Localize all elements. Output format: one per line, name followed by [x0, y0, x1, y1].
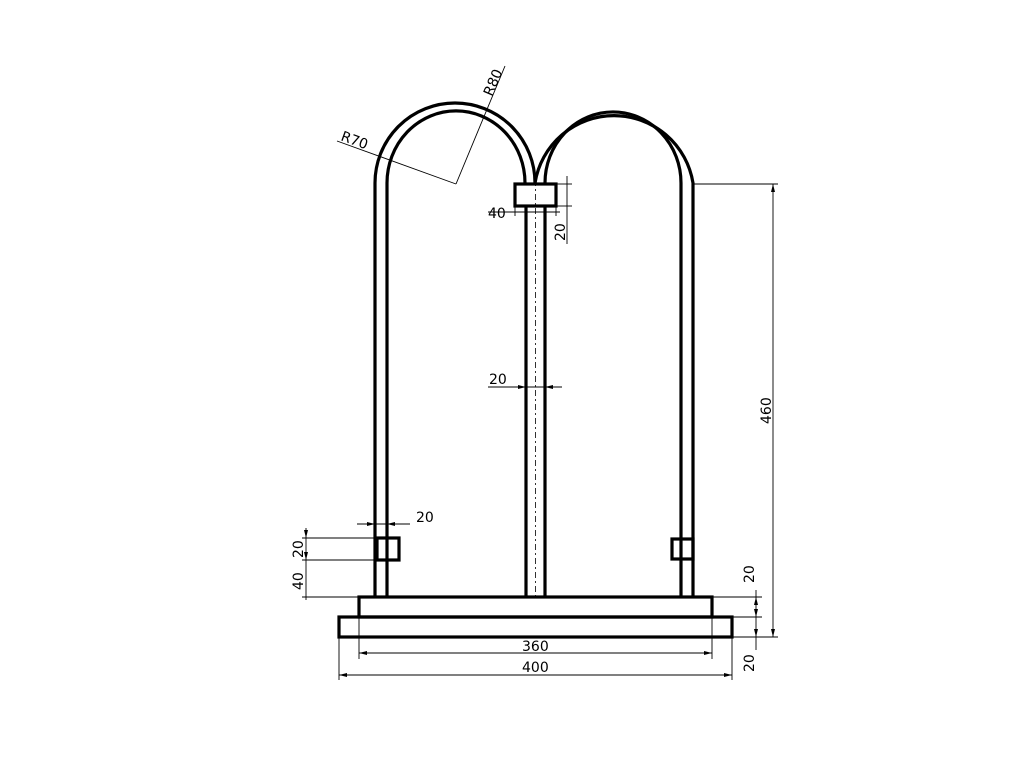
- base: [337, 595, 734, 639]
- arrow-icon: [518, 385, 526, 389]
- left-arch-inner: [385, 109, 527, 597]
- collar-width-label: 40: [488, 206, 506, 222]
- arrow-icon: [754, 609, 758, 617]
- r70-leader: [336, 140, 457, 185]
- arrow-icon: [545, 385, 553, 389]
- right-arch-inner: [543, 110, 683, 597]
- base-width-dimensions: 360 400: [338, 617, 733, 680]
- r80-leader: [455, 65, 506, 185]
- left-collar: [375, 536, 401, 562]
- arrow-icon: [359, 651, 367, 655]
- left-collar-dimensions: 20 20 40: [291, 510, 434, 600]
- pipe-width-label: 20: [489, 372, 507, 388]
- arrow-icon: [339, 673, 347, 677]
- upper-base-height-label: 20: [742, 565, 758, 583]
- upper-base-plate: [357, 595, 714, 619]
- pipe-frame: [373, 101, 695, 600]
- arrow-icon: [387, 522, 395, 526]
- side-collar-offset-label: 40: [291, 572, 307, 590]
- arrow-icon: [724, 673, 732, 677]
- arrow-icon: [704, 651, 712, 655]
- r70-label: R70: [339, 129, 370, 153]
- radius-dimensions: R80 R70: [336, 65, 506, 185]
- upper-base-width-label: 360: [522, 639, 549, 655]
- top-collar: [513, 182, 558, 208]
- collar-height-label: 20: [553, 223, 569, 241]
- lower-base-height-label: 20: [742, 654, 758, 672]
- base-height-dimensions: 20 20: [712, 565, 762, 672]
- arrow-icon: [304, 552, 308, 560]
- r80-label: R80: [481, 67, 506, 99]
- left-arch-outer: [373, 101, 537, 597]
- lower-base-plate: [337, 615, 734, 639]
- side-collar-width-label: 20: [416, 510, 434, 526]
- right-arch-outer: [533, 114, 695, 597]
- arrow-icon: [771, 629, 775, 637]
- arrow-icon: [771, 184, 775, 192]
- side-collar-height-label: 20: [291, 540, 307, 558]
- collars: [375, 182, 695, 562]
- lower-base-width-label: 400: [522, 660, 549, 676]
- overall-height-label: 460: [759, 397, 775, 424]
- arrow-icon: [367, 522, 375, 526]
- arrow-icon: [754, 597, 758, 605]
- top-collar-dimensions: 40 20: [488, 176, 572, 244]
- overall-height-dimension: 460: [693, 183, 778, 638]
- arrow-icon: [754, 629, 758, 637]
- arrow-icon: [304, 530, 308, 538]
- right-collar: [670, 537, 695, 561]
- pipe-width-dimension: 20: [488, 372, 562, 389]
